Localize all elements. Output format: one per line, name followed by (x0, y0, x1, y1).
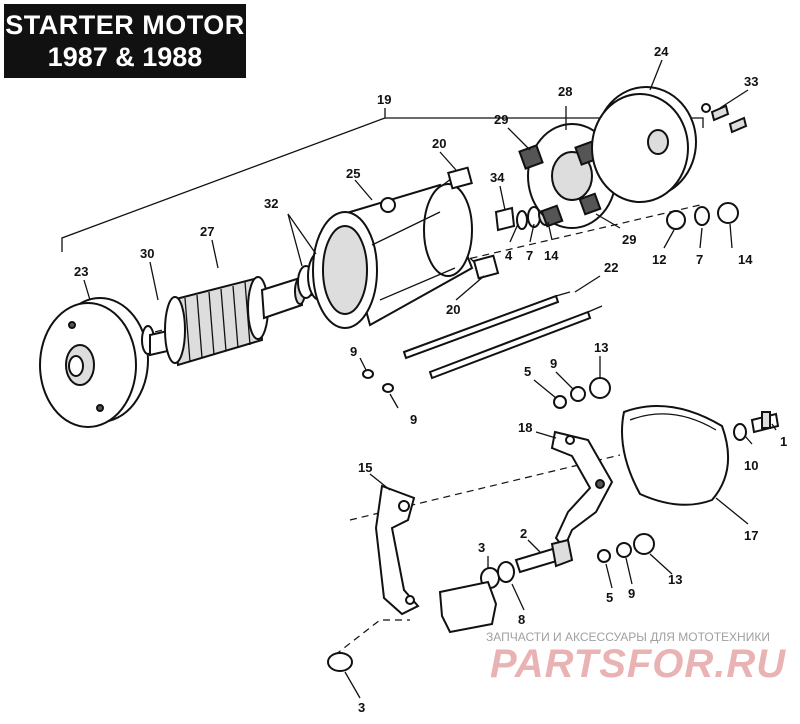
callout-5-upper: 5 (524, 364, 531, 379)
washer-left-upper (362, 369, 374, 379)
callout-29-bottom: 29 (622, 232, 636, 247)
field-terminal-bottom (469, 254, 500, 280)
callout-22: 22 (604, 260, 618, 275)
callout-32: 32 (264, 196, 278, 211)
callout-7-left: 7 (526, 248, 533, 263)
callout-13-lower: 13 (668, 572, 682, 587)
callout-14-left: 14 (544, 248, 559, 263)
callout-12: 12 (652, 252, 666, 267)
callout-18: 18 (518, 420, 532, 435)
callout-10: 10 (744, 458, 758, 473)
cover-screw-assembly (733, 411, 780, 441)
lower-lockwasher-8 (497, 561, 515, 583)
axis-line-lower (349, 454, 621, 521)
watermark-tagline: ЗАПЧАСТИ И АКСЕССУАРЫ ДЛЯ МОТОТЕХНИКИ (486, 630, 770, 644)
mounting-bolt (514, 538, 574, 574)
callout-29-top: 29 (494, 112, 508, 127)
washer-left-lower (382, 383, 394, 393)
commutator-end-cover (591, 86, 697, 203)
callout-3-bottom: 3 (358, 700, 365, 715)
callout-23: 23 (74, 264, 88, 279)
field-frame-housing (312, 183, 474, 329)
callout-7-right: 7 (696, 252, 703, 267)
callout-19: 19 (377, 92, 391, 107)
cable-clip (438, 580, 498, 634)
callout-33: 33 (744, 74, 758, 89)
callout-20-bottom: 20 (446, 302, 460, 317)
solenoid-cover (621, 404, 730, 506)
armature (149, 276, 306, 367)
mounting-bracket (550, 430, 614, 550)
upper-bracket-hardware (553, 377, 611, 409)
terminal-nut-stack (666, 202, 739, 230)
callout-24: 24 (654, 44, 669, 59)
cover-screws (701, 103, 748, 134)
callout-8: 8 (518, 612, 525, 627)
callout-25: 25 (346, 166, 360, 181)
title-line-1: STARTER MOTOR (5, 10, 245, 40)
callout-17: 17 (744, 528, 758, 543)
axis-line-bottom (334, 619, 410, 656)
callout-9-upper-left: 9 (350, 344, 357, 359)
through-bolts (402, 291, 603, 380)
callout-9-lower: 9 (628, 586, 635, 601)
callout-34: 34 (490, 170, 505, 185)
callout-9-lower-left: 9 (410, 412, 417, 427)
callout-2: 2 (520, 526, 527, 541)
callout-5-lower: 5 (606, 590, 613, 605)
callout-27: 27 (200, 224, 214, 239)
callout-9-upper: 9 (550, 356, 557, 371)
callout-20-top: 20 (432, 136, 446, 151)
field-terminal-top (442, 166, 473, 190)
drive-end-cover (39, 297, 149, 428)
diagram-title: STARTER MOTOR 1987 & 1988 (4, 4, 246, 78)
title-line-2: 1987 & 1988 (47, 42, 203, 72)
callout-4: 4 (505, 248, 513, 263)
callout-14-right: 14 (738, 252, 753, 267)
watermark-logo-text: PARTSFOR.RU (490, 642, 787, 686)
bottom-washer (327, 652, 353, 672)
callout-3-middle: 3 (478, 540, 485, 555)
leader-lines (83, 59, 777, 699)
lower-bracket-hardware (597, 533, 655, 563)
callout-1: 1 (780, 434, 787, 449)
callout-28: 28 (558, 84, 572, 99)
callout-15: 15 (358, 460, 372, 475)
support-strap (374, 484, 420, 616)
assembly-bracket-19 (61, 108, 704, 252)
callout-30: 30 (140, 246, 154, 261)
callout-13-upper: 13 (594, 340, 608, 355)
